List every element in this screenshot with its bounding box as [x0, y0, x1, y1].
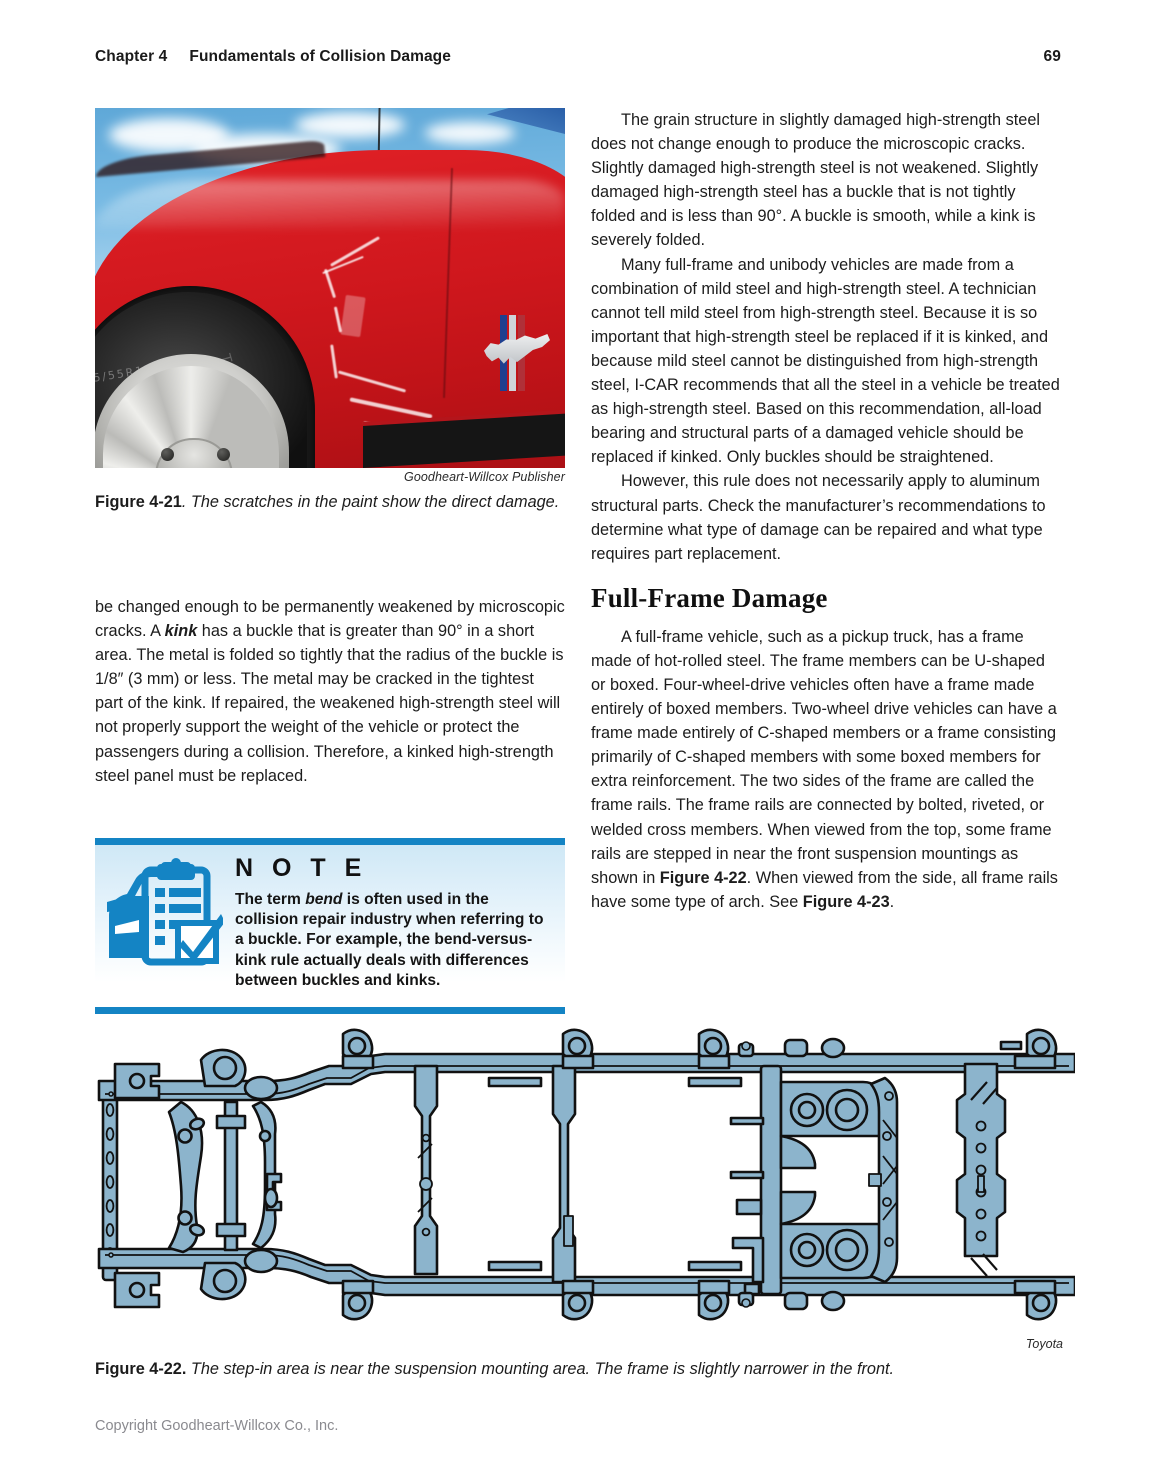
note-bottom-rule [95, 1007, 565, 1015]
figure-4-21-credit: Goodheart-Willcox Publisher [404, 470, 565, 484]
note-title: N O T E [235, 854, 368, 882]
note-callout-box: N O T E The term bend is often used in t… [95, 838, 565, 1015]
page-running-head: Chapter 4 Fundamentals of Collision Dama… [95, 48, 1061, 66]
note-text-part-1: The term [235, 891, 306, 908]
right-paragraph-1: The grain structure in slightly damaged … [591, 111, 1041, 250]
figure-4-22-credit: Toyota [1025, 1337, 1063, 1351]
mustang-damage-photo: 235/55R17 98S TouringContact [95, 108, 565, 468]
figure-reference-4-23: Figure 4-23 [802, 892, 890, 911]
figure-4-22-label: Figure 4-22. [95, 1360, 187, 1378]
cloud-shape [295, 112, 405, 138]
right-paragraph-2: Many full-frame and unibody vehicles are… [591, 255, 1060, 467]
note-top-rule [95, 838, 565, 845]
cloud-shape [425, 122, 515, 144]
truck-frame-diagram [85, 1026, 1077, 1336]
page-footer-copyright: Copyright Goodheart-Willcox Co., Inc. [95, 1418, 339, 1434]
note-content: N O T E The term bend is often used in t… [95, 845, 565, 1002]
right-paragraph-3: However, this rule does not necessarily … [591, 472, 1046, 563]
mustang-pony-emblem [484, 315, 552, 393]
right-paragraph-4-part-c: . [889, 892, 895, 911]
section-heading-full-frame-damage: Full-Frame Damage [591, 582, 828, 613]
right-paragraph-4-part-a: A full-frame vehicle, such as a pickup t… [591, 627, 1057, 887]
note-text-block: N O T E The term bend is often used in t… [235, 854, 555, 991]
lug-nut [161, 448, 174, 461]
figure-4-21-label: Figure 4-21 [95, 493, 182, 511]
figure-4-22-caption: Figure 4-22. The step-in area is near th… [95, 1360, 1075, 1379]
clipboard-checklist-car-icon [105, 854, 225, 974]
left-column: 235/55R17 98S TouringContact Goodheart-W… [95, 108, 565, 788]
bend-term: bend [305, 891, 343, 908]
note-body-text: The term bend is often used in the colli… [235, 890, 555, 991]
page-number: 69 [1043, 48, 1061, 65]
running-head-left: Chapter 4 Fundamentals of Collision Dama… [95, 48, 451, 66]
figure-4-22: Toyota Figure 4-22. The step-in area is … [85, 1026, 1077, 1379]
right-paragraph-4: A full-frame vehicle, such as a pickup t… [591, 625, 1061, 914]
chapter-title: Fundamentals of Collision Damage [189, 48, 451, 65]
right-column: The grain structure in slightly damaged … [591, 108, 1061, 914]
left-paragraph-1: be changed enough to be permanently weak… [95, 595, 565, 788]
chapter-label: Chapter 4 [95, 48, 168, 65]
figure-reference-4-22: Figure 4-22 [659, 868, 747, 887]
figure-4-22-caption-text: The step-in area is near the suspension … [186, 1360, 895, 1378]
left-paragraph-1-part-1: be changed enough to be permanently weak… [95, 598, 565, 641]
lug-nut [217, 448, 230, 461]
figure-4-21-caption: Figure 4-21. The scratches in the paint … [95, 491, 565, 513]
kink-term: kink [164, 622, 198, 641]
note-text-part-2: is often used in the collision repair in… [235, 891, 544, 989]
figure-4-21-caption-text: . The scratches in the paint show the di… [181, 493, 560, 511]
right-paragraph-4-part-b: . When viewed from the side, all frame r… [591, 868, 1058, 911]
left-paragraph-1-part-2: has a buckle that is greater than 90° in… [95, 622, 564, 785]
figure-4-21: 235/55R17 98S TouringContact Goodheart-W… [95, 108, 565, 513]
fender-highlight [95, 180, 565, 228]
